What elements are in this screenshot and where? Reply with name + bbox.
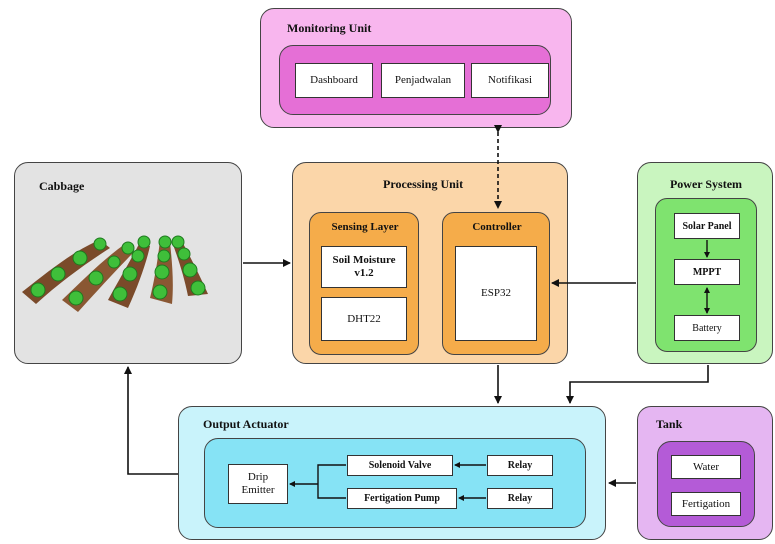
drip-emitter-label: Drip Emitter	[241, 471, 275, 496]
fertigation-box: Fertigation	[671, 492, 741, 516]
monitoring-unit-title: Monitoring Unit	[287, 21, 372, 35]
mppt-box: MPPT	[674, 259, 740, 285]
processing-unit-title: Processing Unit	[383, 177, 464, 191]
relay-box-2: Relay	[487, 488, 553, 509]
solenoid-valve-box: Solenoid Valve	[347, 455, 453, 476]
drip-emitter-box: Drip Emitter	[228, 464, 288, 504]
battery-box: Battery	[674, 315, 740, 341]
dht22-sensor-box: DHT22	[321, 297, 407, 341]
penjadwalan-box: Penjadwalan	[381, 63, 465, 98]
cabbage-field-illustration	[22, 235, 208, 312]
output-actuator-title: Output Actuator	[203, 417, 289, 431]
controller-title: Controller	[472, 221, 522, 233]
solar-panel-box: Solar Panel	[674, 213, 740, 239]
dashboard-box: Dashboard	[295, 63, 373, 98]
power-system-title: Power System	[669, 177, 743, 191]
relay-box-1: Relay	[487, 455, 553, 476]
water-box: Water	[671, 455, 741, 479]
soil-moisture-sensor-box: Soil Moisture v1.2	[321, 246, 407, 288]
sensing-layer-title: Sensing Layer	[331, 221, 399, 233]
cabbage-title: Cabbage	[39, 179, 85, 193]
fertigation-pump-box: Fertigation Pump	[347, 488, 457, 509]
esp32-box: ESP32	[455, 246, 537, 341]
notifikasi-box: Notifikasi	[471, 63, 549, 98]
cabbage-unit: Cabbage	[14, 162, 242, 364]
tank-title: Tank	[656, 417, 683, 431]
